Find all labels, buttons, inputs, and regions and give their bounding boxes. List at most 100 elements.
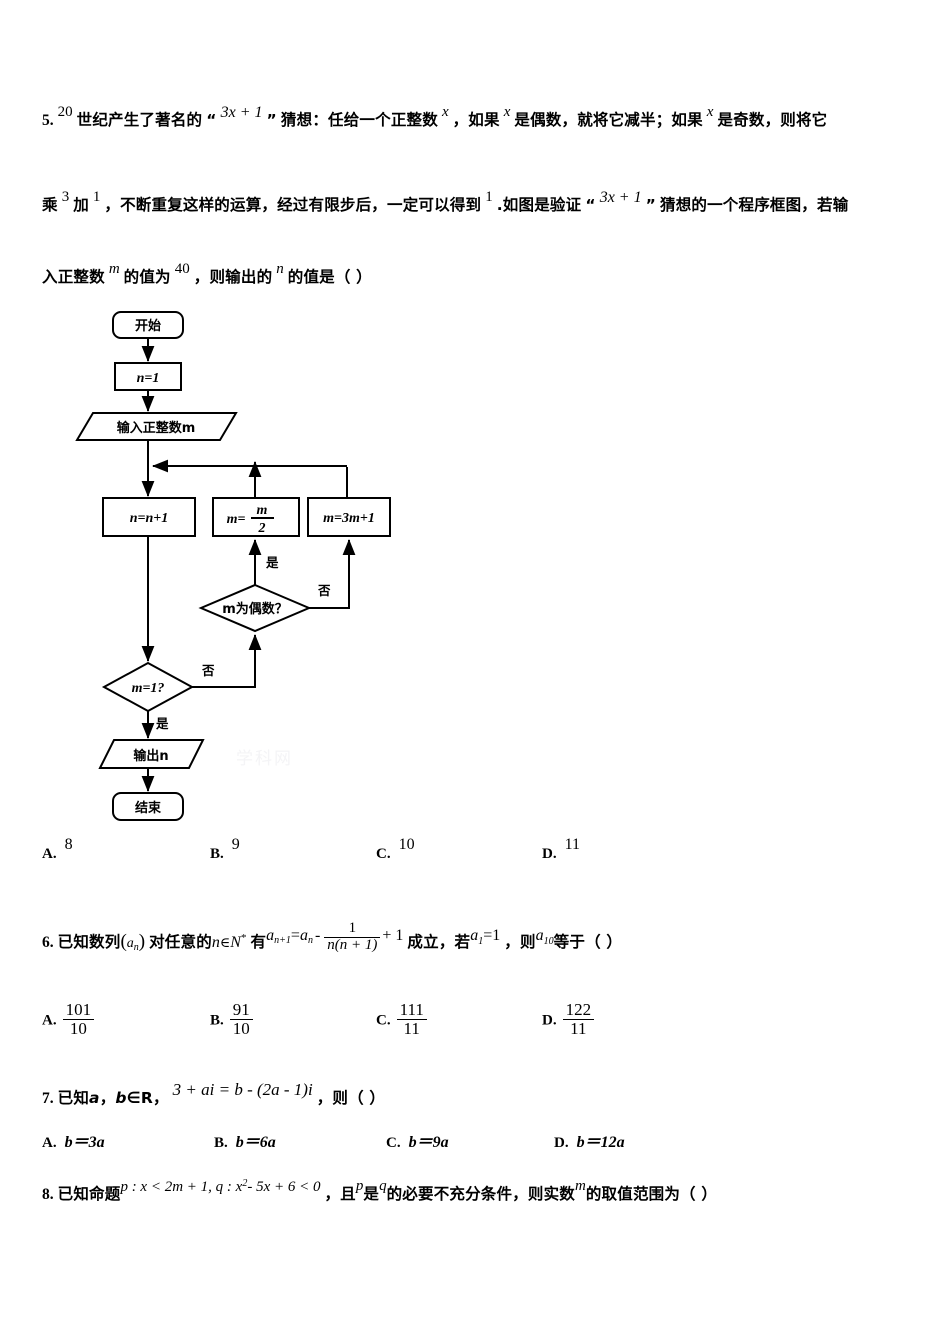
q6-set-n: N [230, 933, 241, 951]
q7-option-a-value: b＝3a [64, 1134, 105, 1151]
q5c-num-40: 40 [174, 261, 190, 277]
q8-text-3: 是 [363, 1185, 380, 1203]
q6-eq-plus-one: + 1 [382, 926, 404, 944]
q7-option-a-label: A. [42, 1135, 57, 1151]
q5-option-d[interactable]: D. 11 [542, 836, 580, 863]
q5b-text-4: .如图是验证 [496, 196, 582, 214]
q6-option-b-numerator: 91 [232, 1000, 250, 1019]
q7-option-a[interactable]: A. b＝3a [42, 1128, 105, 1152]
q5-option-d-value: 11 [564, 836, 580, 853]
q5-quote-open: “ [206, 111, 217, 129]
q6-seq-var: a [126, 935, 134, 951]
flowchart-node-decide-m1-label: m=1? [132, 681, 165, 696]
q8-text-5: 的取值范围为（ ） [585, 1185, 718, 1203]
q7-text-2: ，则（ ） [316, 1089, 386, 1107]
flowchart-node-output-n-label: 输出n [133, 748, 168, 764]
q5-option-a-label: A. [42, 846, 57, 862]
q6-eq-rhs-sub: n [307, 934, 313, 946]
q5-text-5: 是奇数，则将它 [717, 111, 828, 129]
q5b-quote-close: ” [645, 196, 656, 214]
flowchart-node-m-half-numerator: m [257, 503, 268, 518]
q6-option-b-denominator: 10 [229, 1018, 253, 1038]
flowchart-node-end-label: 结束 [135, 800, 162, 816]
q7-option-d-value: b＝12a [576, 1134, 625, 1151]
edge-label-m1-yes: 是 [155, 716, 169, 731]
flowchart-node-m-half-lhs: m= [227, 512, 246, 527]
q7-option-b[interactable]: B. b＝6a [214, 1128, 276, 1152]
question-7-number: 7. [42, 1090, 54, 1107]
q5-option-c-value: 10 [398, 836, 415, 853]
question-7-options: A. b＝3a B. b＝6a C. b＝9a D. b＝12a [42, 1128, 922, 1168]
edge-m1-no-to-decide-even [192, 634, 262, 688]
q6-eq-rhs-a: a [299, 926, 308, 944]
flowchart-node-start-label: 开始 [135, 318, 161, 334]
q6-a10-var: a [535, 926, 544, 944]
edge-label-even-no: 否 [317, 583, 331, 598]
q6-option-c-denominator: 11 [396, 1018, 427, 1038]
q5-quote-close: ” [266, 111, 277, 129]
q5-var-x-2: x [503, 104, 511, 120]
q7-set-r: R [140, 1089, 153, 1107]
q6-option-a-value: 101 10 [62, 1001, 95, 1038]
flowchart-node-input-m [75, 412, 238, 441]
q6-var-n: n [211, 933, 220, 951]
q6-option-d-numerator: 122 [565, 1000, 592, 1019]
q6-eq-minus: - [314, 926, 321, 944]
q7-option-b-label: B. [214, 1135, 228, 1151]
edge-even-no-to-m3m1 [309, 539, 356, 609]
q7-option-c[interactable]: C. b＝9a [386, 1128, 449, 1152]
q6-a1-sub: 1 [478, 935, 484, 947]
q6-option-a-denominator: 10 [62, 1018, 95, 1038]
q5b-text-3: ，不断重复这样的运算，经过有限步后，一定可以得到 [104, 196, 482, 214]
q5-option-c[interactable]: C. 10 [376, 836, 415, 863]
q5b-num-1: 1 [92, 189, 101, 205]
q5-option-b[interactable]: B. 9 [210, 836, 240, 863]
q5-text-3: ，如果 [452, 111, 500, 129]
q6-seq-close: ) [138, 930, 146, 952]
q6-option-b-label: B. [210, 1012, 224, 1029]
q8-proposition-tail: - 5x + 6 < 0 [247, 1179, 321, 1195]
q5-option-d-label: D. [542, 846, 557, 862]
q6-option-b[interactable]: B. 91 10 [210, 1001, 255, 1038]
q6-option-d[interactable]: D. 122 11 [542, 1001, 596, 1038]
q6-option-c[interactable]: C. 111 11 [376, 1001, 429, 1038]
q6-text-3: 有 [250, 932, 267, 951]
q5-option-c-label: C. [376, 846, 391, 862]
q6-fraction-numerator: 1 [348, 920, 357, 936]
q6-option-a-label: A. [42, 1012, 57, 1029]
q5-sup-20: 20 [57, 104, 73, 120]
question-6-options: A. 101 10 B. 91 10 C. 111 11 D. 122 11 [42, 995, 922, 1045]
q8-text-1: 已知命题 [57, 1185, 121, 1203]
q7-comma-1: ， [99, 1089, 116, 1107]
q6-option-a[interactable]: A. 101 10 [42, 1001, 96, 1038]
question-5-number: 5. [42, 112, 54, 129]
q6-fraction-denominator: n(n + 1) [324, 936, 381, 954]
q6-a1-var: a [470, 926, 479, 944]
q7-option-d[interactable]: D. b＝12a [554, 1128, 625, 1152]
flowchart-node-m-3m1-label: m=3m+1 [323, 511, 375, 526]
q5b-text-2: 加 [73, 196, 89, 214]
q5b-num-one: 1 [485, 189, 493, 205]
q7-text-1: 已知 [57, 1089, 90, 1107]
q6-option-c-numerator: 111 [399, 1000, 424, 1019]
q5c-text-3: ，则输出的 [193, 268, 273, 286]
flowchart-node-m-3m1 [307, 497, 391, 537]
q5-text-1: 世纪产生了著名的 [76, 111, 203, 129]
q6-text-5: ，则 [504, 932, 536, 951]
q5c-text-4: 的值是（ ） [287, 268, 372, 286]
flowchart-node-output-n [98, 739, 205, 769]
q7-option-b-value: b＝6a [235, 1134, 276, 1151]
q5-option-a-value: 8 [64, 836, 73, 853]
q5-var-x-3: x [706, 104, 714, 120]
edge-label-even-yes: 是 [265, 555, 279, 570]
q7-in-symbol: ∈ [126, 1089, 141, 1107]
q8-text-2: ，且 [324, 1185, 356, 1203]
q5c-var-n: n [276, 261, 284, 277]
q5c-var-m: m [108, 261, 120, 277]
q6-text-6: 等于（ ） [553, 932, 623, 951]
q5-option-a[interactable]: A. 8 [42, 836, 73, 863]
q6-option-c-label: C. [376, 1012, 391, 1029]
